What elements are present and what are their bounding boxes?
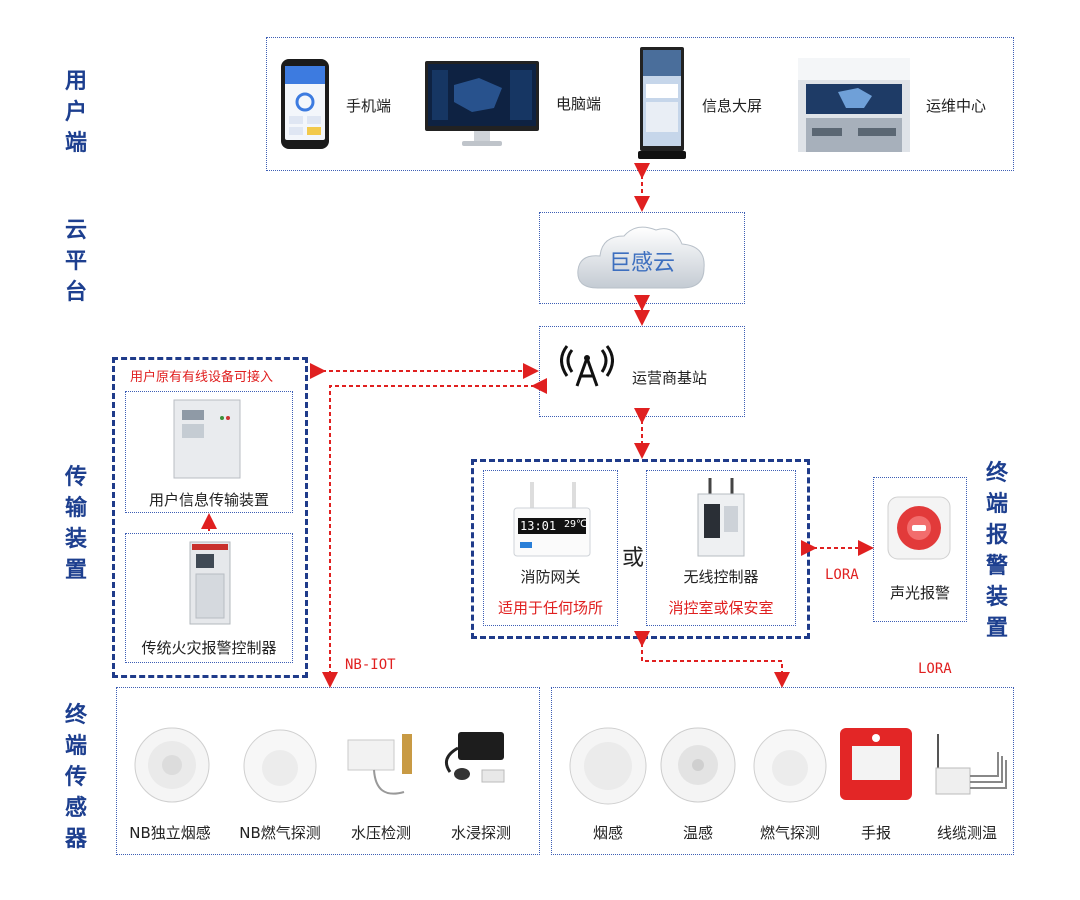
tier-label-transport: 传 输 装 置	[64, 465, 87, 583]
pc-label: 电脑端	[556, 95, 602, 113]
nb-sensor-label-3: 水浸探测	[450, 824, 511, 842]
lora-sensor-label-2: 燃气探测	[759, 824, 820, 842]
smoke-sensor-image	[568, 726, 648, 806]
gas-sensor-image	[752, 728, 828, 804]
lora-sensor-label-1: 温感	[682, 824, 713, 842]
manual-call-point-image	[838, 726, 914, 802]
nb-smoke-sensor-image	[133, 726, 211, 804]
big-screen-label: 信息大屏	[702, 97, 763, 115]
link-nbiot	[322, 378, 547, 688]
nb-sensor-label-1: NB燃气探测	[239, 824, 321, 842]
wireless-controller-note: 消控室或保安室	[668, 599, 774, 617]
heat-sensor-image	[659, 726, 737, 804]
wireless-controller-box	[646, 470, 796, 626]
tier-label-alarm: 终 端 报 警 装 置	[985, 461, 1008, 641]
fire-controller-image	[188, 540, 232, 626]
transport-note: 用户原有有线设备可接入	[130, 370, 274, 385]
lora-link-label-2: LORA	[918, 661, 952, 677]
lora-link-label-1: LORA	[825, 567, 859, 583]
lora-sensor-label-3: 手报	[860, 824, 891, 842]
user-info-device-box	[125, 391, 293, 513]
lora-sensor-label-4: 线缆测温	[936, 824, 997, 842]
transport-box	[112, 357, 308, 678]
wireless-controller-label: 无线控制器	[683, 568, 759, 586]
ops-center-image	[798, 58, 910, 152]
cloud-icon	[574, 218, 710, 298]
link-lora-sensors	[634, 631, 790, 688]
nb-sensor-label-0: NB独立烟感	[129, 824, 211, 842]
nb-gas-sensor-image	[242, 728, 318, 804]
tier-label-user: 用 户 端	[64, 69, 87, 156]
base-station-label: 运营商基站	[632, 369, 708, 387]
fire-controller-box	[125, 533, 293, 663]
alarm-device-image	[886, 495, 952, 561]
water-immersion-sensor-image	[436, 728, 522, 804]
pc-device-image	[424, 60, 540, 150]
water-pressure-sensor-image	[344, 730, 426, 804]
gateway-display-temp: 29℃	[564, 519, 588, 530]
mobile-device-image	[280, 58, 330, 150]
fire-controller-label: 传统火灾报警控制器	[141, 639, 277, 657]
user-info-device-label: 用户信息传输装置	[148, 491, 269, 509]
ops-center-label: 运维中心	[926, 97, 987, 115]
mobile-label: 手机端	[346, 97, 392, 115]
cloud-name: 巨感云	[608, 251, 675, 276]
wireless-controller-image	[694, 476, 748, 558]
alarm-device-label: 声光报警	[889, 584, 950, 602]
tier-label-cloud: 云 平 台	[64, 218, 87, 305]
nb-sensor-label-2: 水压检测	[350, 824, 411, 842]
lora-sensor-label-0: 烟感	[592, 824, 623, 842]
or-label: 或	[622, 546, 645, 571]
cable-temperature-sensor-image	[928, 732, 1008, 802]
big-screen-image	[636, 46, 688, 162]
tier-label-sensor: 终 端 传 感 器	[64, 703, 87, 852]
antenna-icon	[560, 344, 614, 388]
user-info-device-image	[172, 398, 242, 480]
